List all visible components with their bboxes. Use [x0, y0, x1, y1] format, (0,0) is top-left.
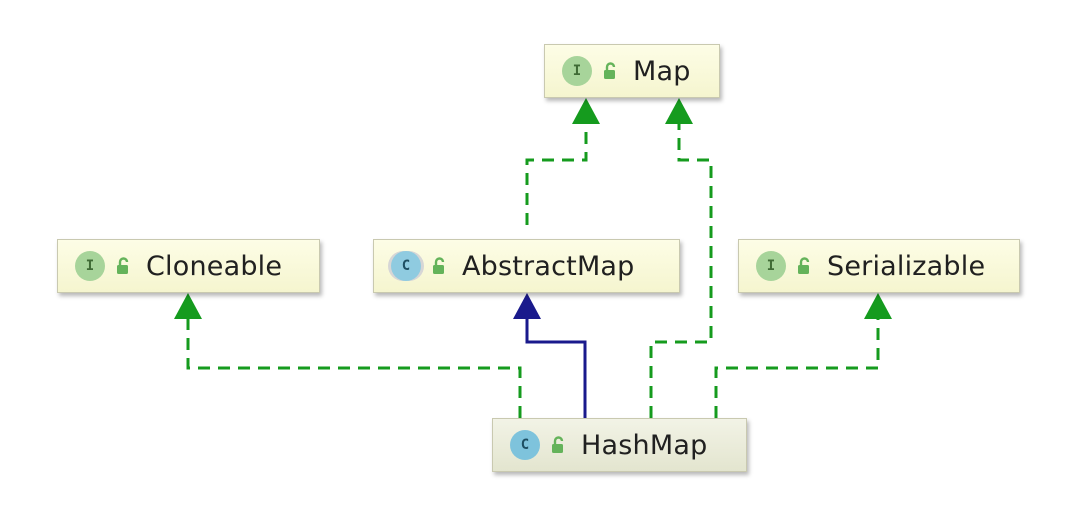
node-cloneable[interactable]: I Cloneable [57, 239, 320, 293]
abstract-class-badge-icon: C [391, 251, 421, 281]
interface-badge-icon: I [562, 56, 592, 86]
interface-badge-icon: I [756, 251, 786, 281]
arrowhead-map-right [665, 98, 693, 124]
arrowhead-map-left [572, 98, 600, 124]
node-cloneable-label: Cloneable [146, 250, 283, 282]
unlocked-padlock-icon [603, 61, 619, 81]
node-map[interactable]: I Map [544, 44, 720, 98]
node-abstractmap-label: AbstractMap [462, 250, 635, 282]
edge-hashmap-extends-abstractmap [525, 318, 587, 418]
arrowhead-abstractmap [513, 293, 541, 319]
unlocked-padlock-icon [116, 256, 132, 276]
node-map-label: Map [633, 55, 691, 87]
interface-badge-icon: I [75, 251, 105, 281]
node-serializable-label: Serializable [827, 250, 986, 282]
edge-hashmap-implements-cloneable [186, 318, 522, 418]
class-badge-icon: C [510, 430, 540, 460]
arrowhead-cloneable [174, 293, 202, 319]
edge-hashmap-implements-map [649, 124, 713, 418]
node-hashmap[interactable]: C HashMap [492, 418, 747, 472]
node-abstractmap[interactable]: C AbstractMap [373, 239, 680, 293]
node-hashmap-label: HashMap [581, 429, 708, 461]
unlocked-padlock-icon [797, 256, 813, 276]
unlocked-padlock-icon [432, 256, 448, 276]
node-serializable[interactable]: I Serializable [738, 239, 1020, 293]
unlocked-padlock-icon [551, 435, 567, 455]
arrowhead-serializable [864, 293, 892, 319]
edge-hashmap-implements-serializable [714, 318, 880, 418]
edge-abstractmap-implements-map [525, 124, 588, 225]
